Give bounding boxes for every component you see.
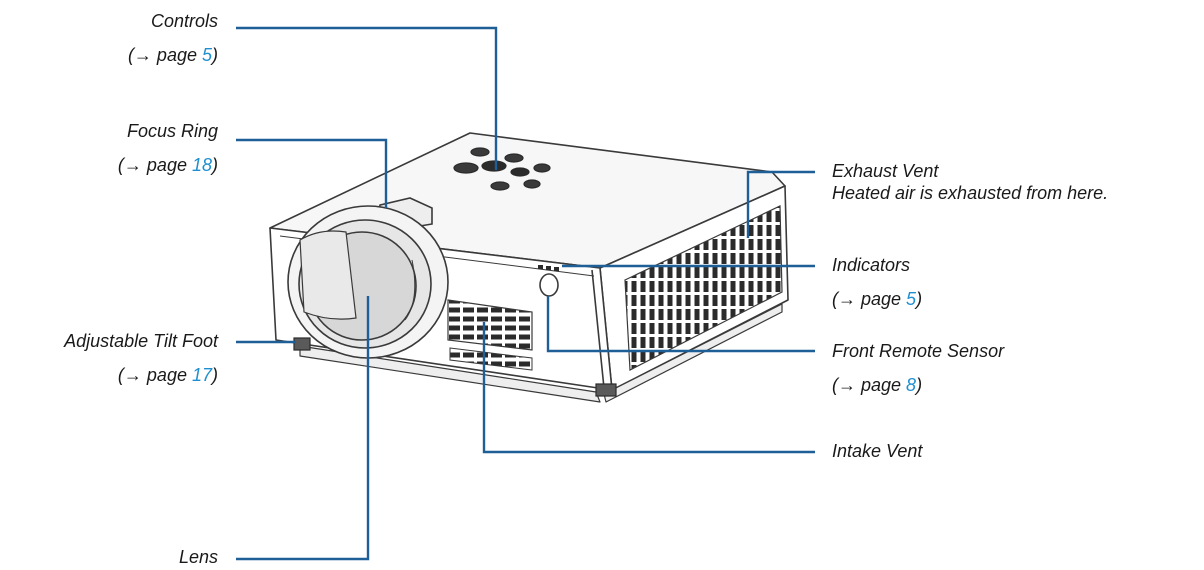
callout-exhaust-vent: Exhaust Vent Heated air is exhausted fro… — [832, 160, 1108, 204]
lens-assembly — [287, 197, 449, 359]
callout-indicators-label: Indicators — [832, 255, 911, 275]
leader-intake-vent — [482, 322, 815, 454]
leader-lines — [236, 26, 815, 561]
callout-focus-ring: Focus Ring (→ page 18) — [118, 120, 218, 176]
callout-controls: Controls (→ page 5) — [128, 10, 218, 66]
page-link-remote-sensor[interactable]: 8 — [906, 375, 917, 395]
callout-exhaust-vent-label: Exhaust Vent — [832, 161, 939, 181]
leader-focus-ring — [236, 138, 388, 208]
callout-focus-ring-ref: (→ page 18) — [117, 155, 218, 175]
callout-lens-label: Lens — [178, 547, 218, 567]
leader-controls — [236, 26, 498, 170]
exhaust-vent-grille — [624, 205, 783, 371]
tilt-feet — [293, 337, 617, 397]
callout-remote-sensor-ref: (→ page 8) — [832, 375, 923, 395]
callout-remote-sensor-label: Front Remote Sensor — [832, 341, 1005, 361]
callout-lens: Lens — [179, 546, 218, 568]
page-link-tilt-foot[interactable]: 17 — [191, 365, 212, 385]
callout-tilt-foot-label: Adjustable Tilt Foot — [64, 331, 218, 351]
callout-controls-label: Controls — [150, 11, 218, 31]
callout-controls-ref: (→ page 5) — [127, 45, 218, 65]
leader-lens — [236, 296, 370, 561]
callout-focus-ring-label: Focus Ring — [126, 121, 218, 141]
bottom-trim — [299, 345, 601, 403]
leader-exhaust-vent — [746, 170, 815, 238]
lower-vent-grille — [449, 347, 533, 371]
indicator-lights — [538, 265, 559, 271]
callout-indicators-ref: (→ page 5) — [832, 289, 923, 309]
callout-remote-sensor: Front Remote Sensor (→ page 8) — [832, 340, 1004, 396]
callout-exhaust-vent-note: Heated air is exhausted from here. — [832, 183, 1109, 203]
remote-sensor — [539, 273, 559, 297]
callout-indicators: Indicators (→ page 5) — [832, 254, 922, 310]
callout-intake-vent-label: Intake Vent — [832, 441, 923, 461]
callout-tilt-foot-ref: (→ page 17) — [117, 365, 218, 385]
control-buttons — [453, 147, 551, 191]
callout-tilt-foot: Adjustable Tilt Foot (→ page 17) — [64, 330, 218, 386]
callout-intake-vent: Intake Vent — [832, 440, 922, 462]
leader-remote-sensor — [546, 296, 815, 353]
intake-vent-grille — [447, 299, 533, 351]
page-link-controls[interactable]: 5 — [201, 45, 212, 65]
page-link-indicators[interactable]: 5 — [906, 289, 917, 309]
page-link-focus-ring[interactable]: 18 — [191, 155, 212, 175]
